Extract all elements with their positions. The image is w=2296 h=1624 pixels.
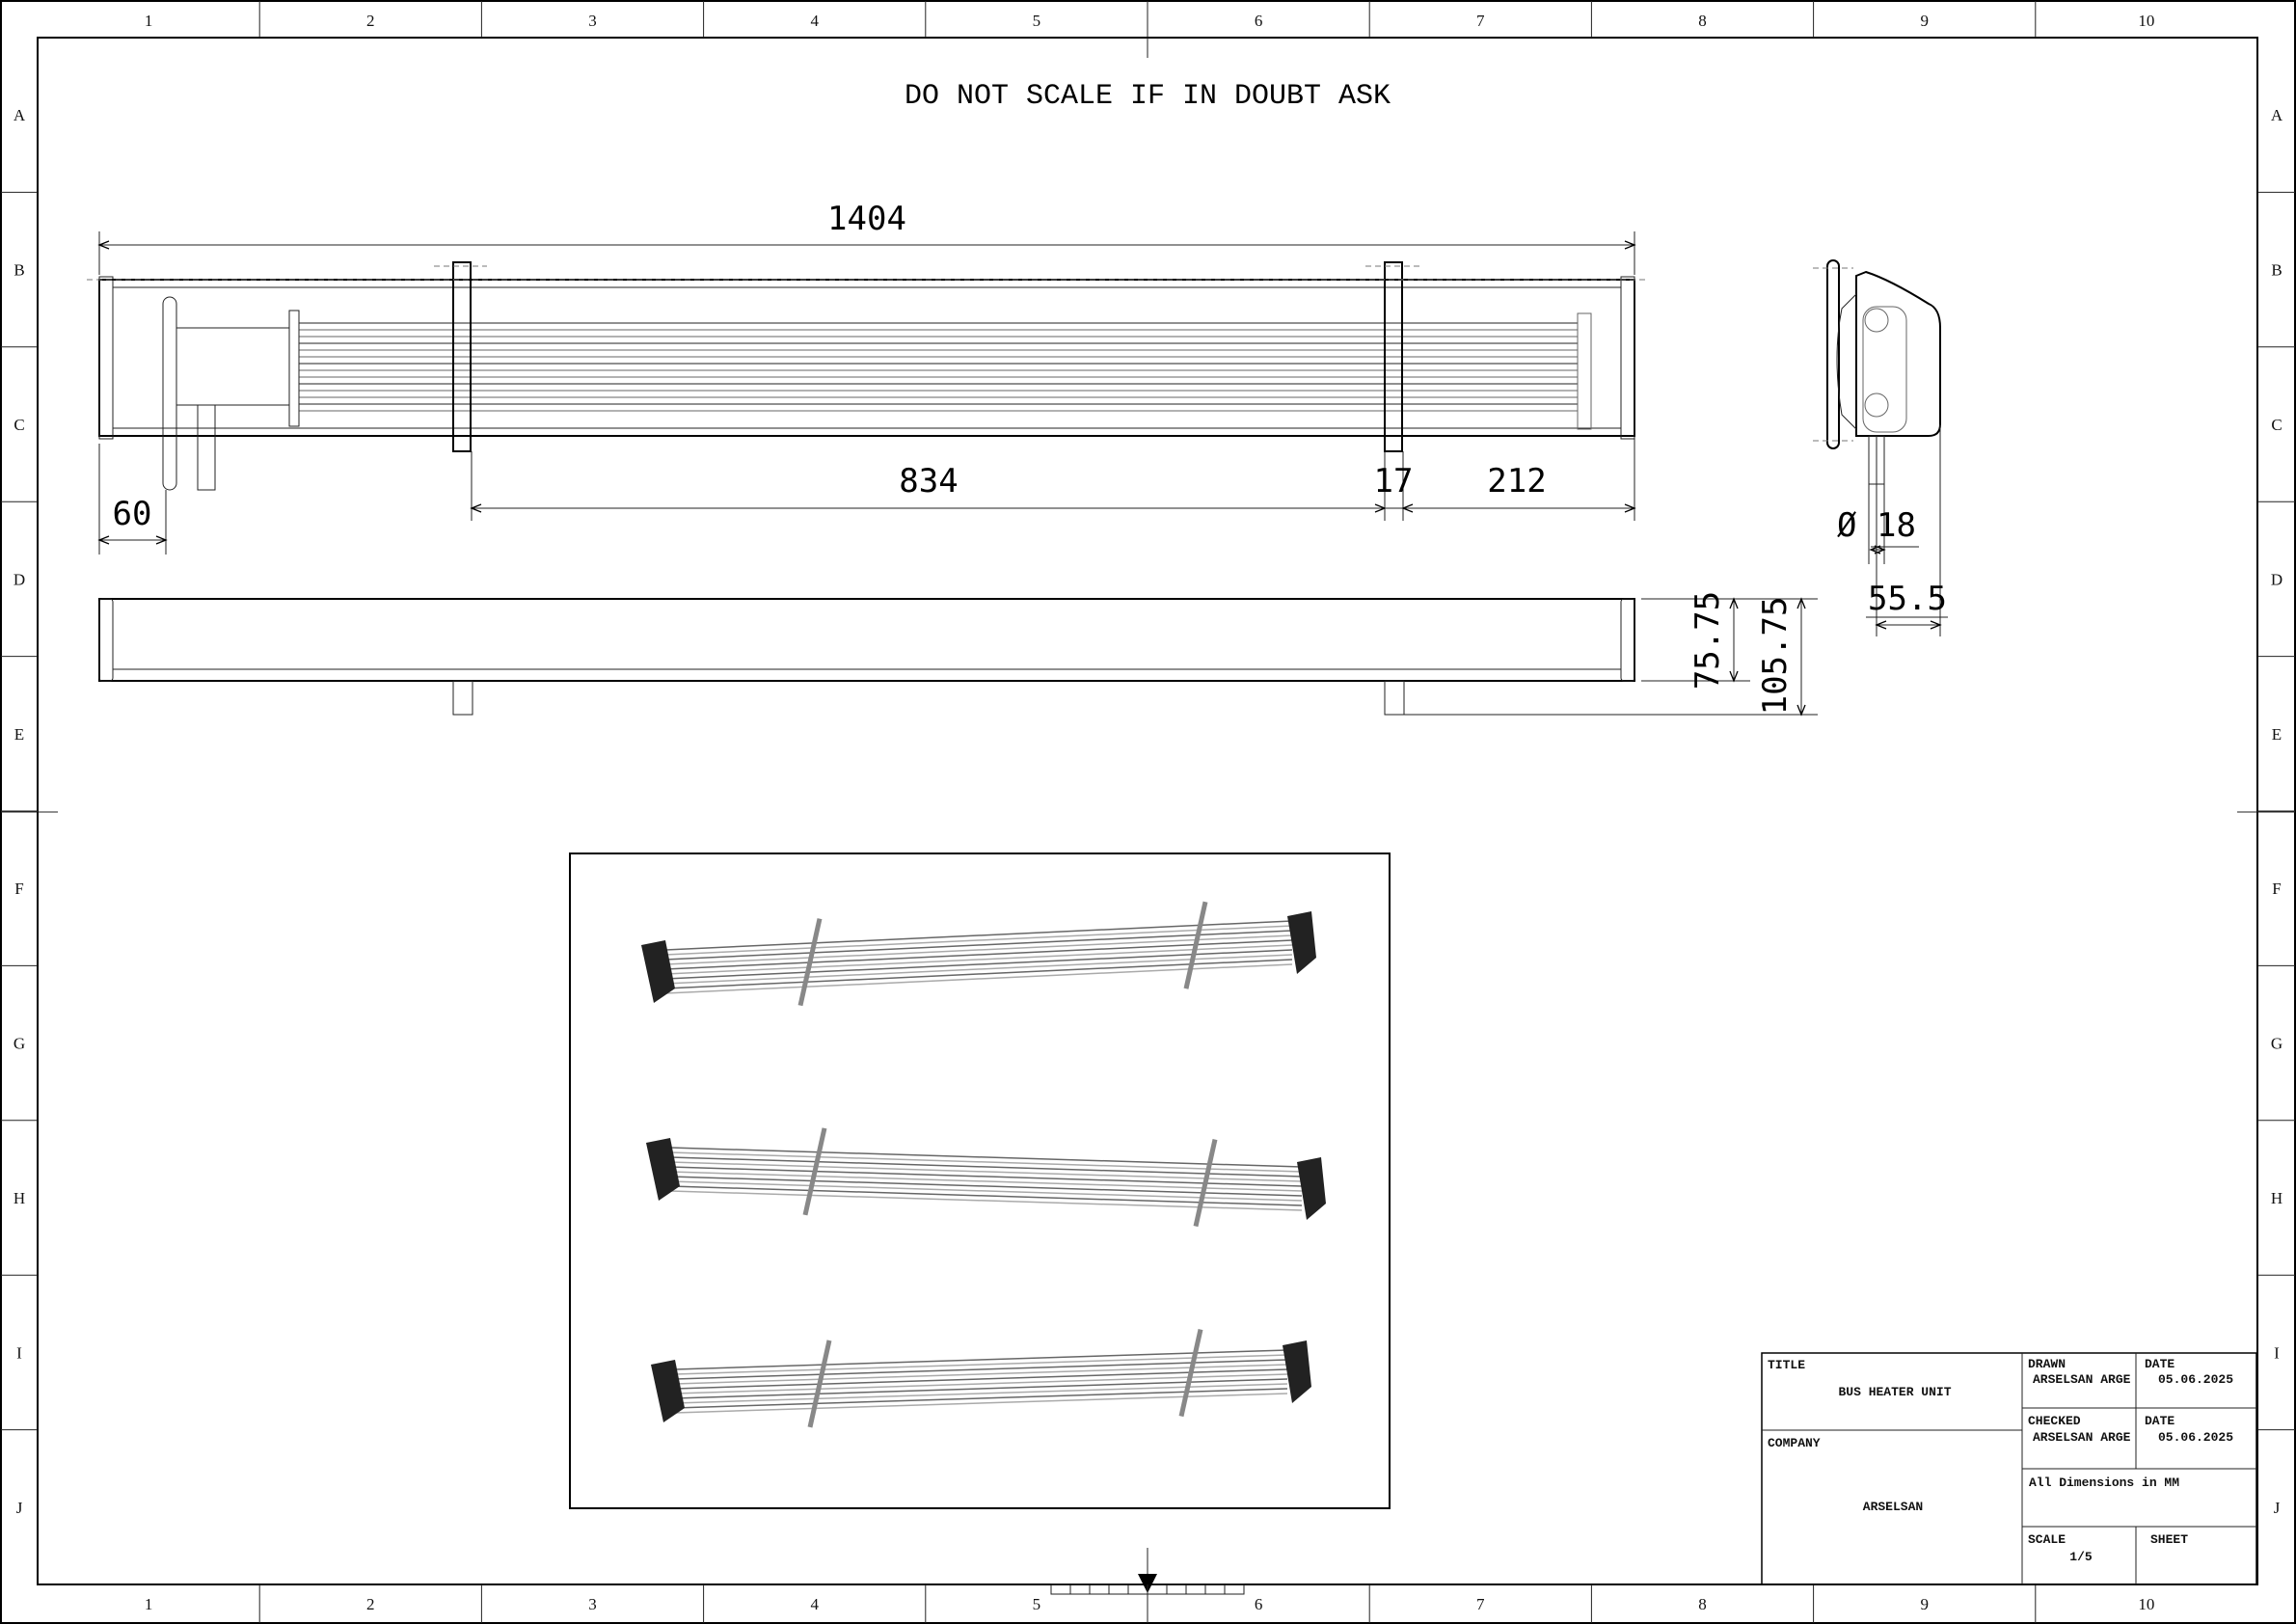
checked-date-label: DATE [2145,1414,2174,1428]
row-label: J [2274,1499,2281,1517]
column-label: 2 [366,1595,375,1613]
end-cap-left [651,1360,685,1422]
end-cap-right [1283,1340,1311,1403]
end-cap-right [1297,1157,1326,1220]
column-label: 7 [1476,12,1485,30]
mounting-bracket [1193,1139,1218,1228]
scale-value: 1/5 [2069,1550,2093,1564]
row-label: H [2271,1189,2282,1207]
column-label: 9 [1920,1595,1929,1613]
drawn-by: ARSELSAN ARGE [2033,1372,2131,1387]
column-label: 5 [1033,1595,1041,1613]
row-label: B [14,261,24,280]
column-label: 9 [1920,12,1929,30]
dim-left-offset: 60 [113,495,152,533]
column-label: 3 [588,12,597,30]
scale-label: SCALE [2028,1532,2066,1547]
checked-date: 05.06.2025 [2158,1430,2233,1445]
column-label: 6 [1255,12,1263,30]
column-label: 4 [810,12,819,30]
column-label: 3 [588,1595,597,1613]
front-view: 75.75 105.75 [98,591,1818,717]
isometric-views-frame [569,853,1391,1509]
column-label: 1 [145,12,153,30]
dim-bracket-width: 17 [1374,462,1414,501]
column-label: 8 [1698,1595,1707,1613]
do-not-scale-note: DO NOT SCALE IF IN DOUBT ASK [905,80,1391,113]
end-cap-right [1287,911,1316,974]
row-label: F [2272,880,2281,898]
end-cap-left [646,1138,680,1201]
title-block: TITLE BUS HEATER UNIT COMPANY ARSELSAN D… [1761,1352,2257,1585]
row-label: G [14,1035,25,1053]
dim-bracket-spacing: 834 [899,462,958,501]
row-label: I [16,1343,22,1362]
row-label: I [2274,1343,2280,1362]
row-label: E [2272,725,2282,744]
row-label: E [14,725,24,744]
drawn-date-label: DATE [2145,1357,2174,1371]
dim-end-offset: 212 [1487,462,1546,501]
row-label: B [2271,261,2282,280]
dimensions-top: 1404 834 17 212 60 [97,200,1636,555]
checked-label: CHECKED [2028,1414,2081,1428]
title-label: TITLE [1768,1358,1805,1372]
drawing-title: BUS HEATER UNIT [1838,1385,1951,1399]
row-label: G [2271,1035,2282,1053]
row-label: H [14,1189,25,1207]
row-label: A [2271,106,2283,124]
drawn-date: 05.06.2025 [2158,1372,2233,1387]
column-label: 2 [366,12,375,30]
isometric-view-2 [646,1127,1326,1228]
company-label: COMPANY [1768,1436,1821,1450]
mounting-bracket [807,1340,832,1428]
dim-overall-length: 1404 [827,200,906,238]
checked-by: ARSELSAN ARGE [2033,1430,2131,1445]
row-label: D [14,570,25,588]
dim-height-body: 75.75 [1688,591,1727,690]
mounting-bracket [797,918,823,1007]
column-label: 6 [1255,1595,1263,1613]
drawn-label: DRAWN [2028,1357,2066,1371]
column-label: 7 [1476,1595,1485,1613]
column-label: 5 [1033,12,1041,30]
column-label: 10 [2138,12,2154,30]
row-label: A [14,106,26,124]
row-label: C [14,416,24,434]
company-name: ARSELSAN [1863,1500,1923,1514]
mounting-bracket [1183,901,1208,989]
mounting-bracket [802,1127,827,1216]
row-label: D [2271,570,2282,588]
sheet-label: SHEET [2150,1532,2188,1547]
mounting-bracket-left [452,261,472,452]
row-label: J [16,1499,23,1517]
mounting-bracket-right [1384,261,1403,452]
isometric-view-1 [641,901,1316,1007]
column-label: 4 [810,1595,819,1613]
top-view [87,261,1649,491]
isometric-view-3 [651,1329,1311,1428]
row-label: F [14,880,23,898]
mounting-bracket [1178,1329,1203,1418]
dim-depth: 55.5 [1868,580,1947,618]
units-note: All Dimensions in MM [2029,1475,2179,1490]
column-label: 8 [1698,12,1707,30]
end-cap-left [641,940,675,1003]
column-label: 1 [145,1595,153,1613]
end-view: Ø 18 55.5 [1813,259,1948,636]
row-label: C [2271,416,2282,434]
dim-height-total: 105.75 [1756,597,1795,716]
column-label: 10 [2138,1595,2154,1613]
